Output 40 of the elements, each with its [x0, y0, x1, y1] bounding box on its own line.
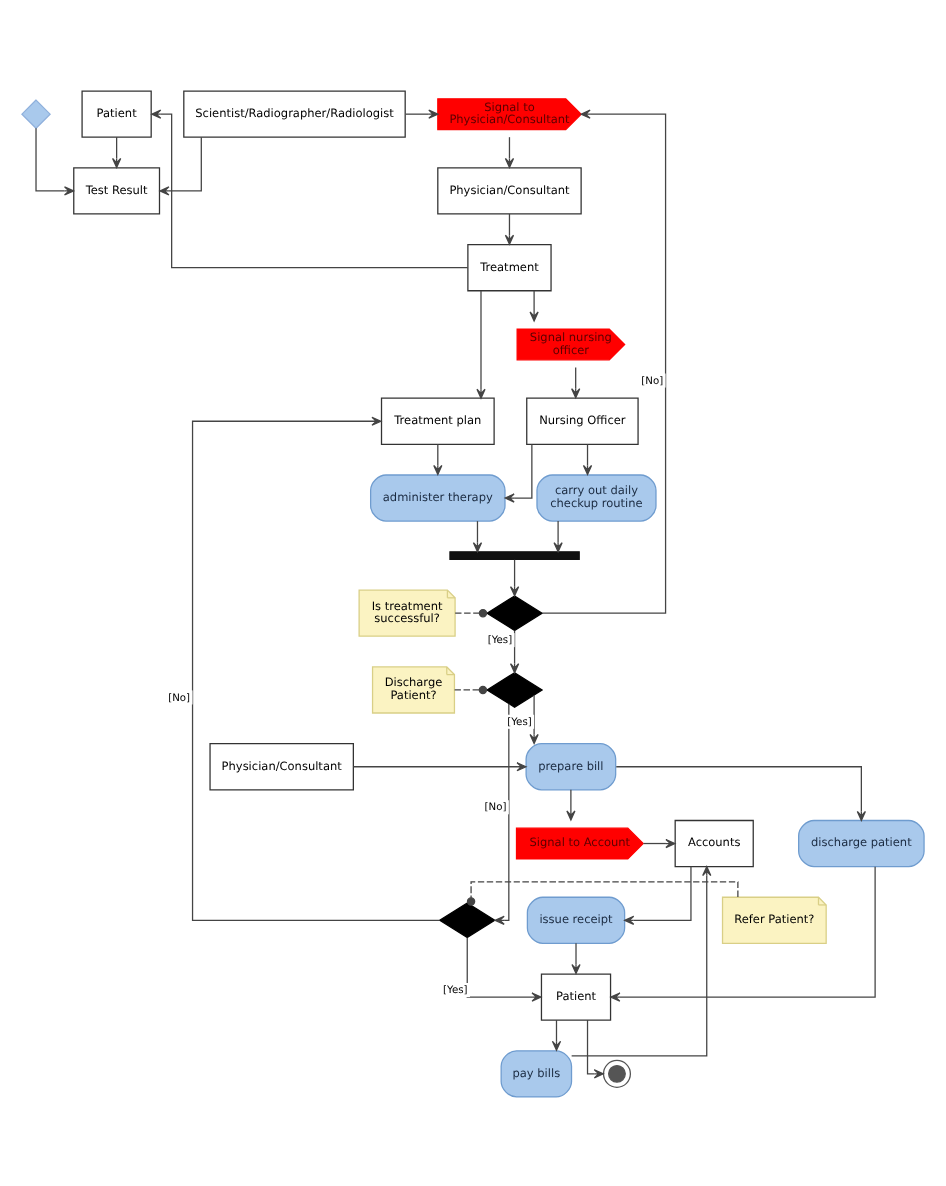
arrow: [553, 519, 563, 552]
connector: [453, 684, 488, 694]
arrow: [586, 1018, 604, 1078]
arrow: [566, 788, 576, 820]
arrow: [494, 702, 510, 924]
connector: [466, 880, 739, 905]
arrow: [551, 1018, 562, 1050]
arrow: [509, 558, 520, 596]
arrow: [476, 289, 486, 398]
node-diamond: [485, 670, 544, 707]
arrow: [610, 865, 876, 1001]
arrow: [642, 837, 676, 848]
arrow: [191, 415, 441, 920]
arrow: [615, 765, 867, 821]
arrow: [571, 865, 712, 1056]
arrow: [571, 365, 581, 398]
arrow: [509, 628, 520, 673]
node-diamond: [21, 98, 51, 129]
arrow: [433, 442, 443, 475]
node-circle: [602, 1058, 632, 1087]
arrow: [529, 289, 539, 321]
arrow: [466, 936, 542, 1001]
arrow: [504, 212, 515, 244]
connector: [454, 607, 488, 617]
arrow: [35, 126, 75, 195]
arrow: [352, 761, 527, 771]
node-diamond: [485, 594, 544, 631]
arrow: [624, 864, 692, 924]
arrow: [504, 135, 515, 167]
arrow: [472, 519, 483, 552]
node-bar: [449, 550, 580, 560]
arrow: [111, 135, 122, 167]
arrow: [582, 442, 593, 475]
arrow: [151, 108, 469, 268]
arrow: [159, 135, 202, 195]
arrow: [571, 941, 581, 974]
node-diamond: [438, 901, 496, 938]
arrow: [504, 442, 533, 502]
arrow: [529, 693, 539, 744]
arrow: [405, 108, 439, 118]
